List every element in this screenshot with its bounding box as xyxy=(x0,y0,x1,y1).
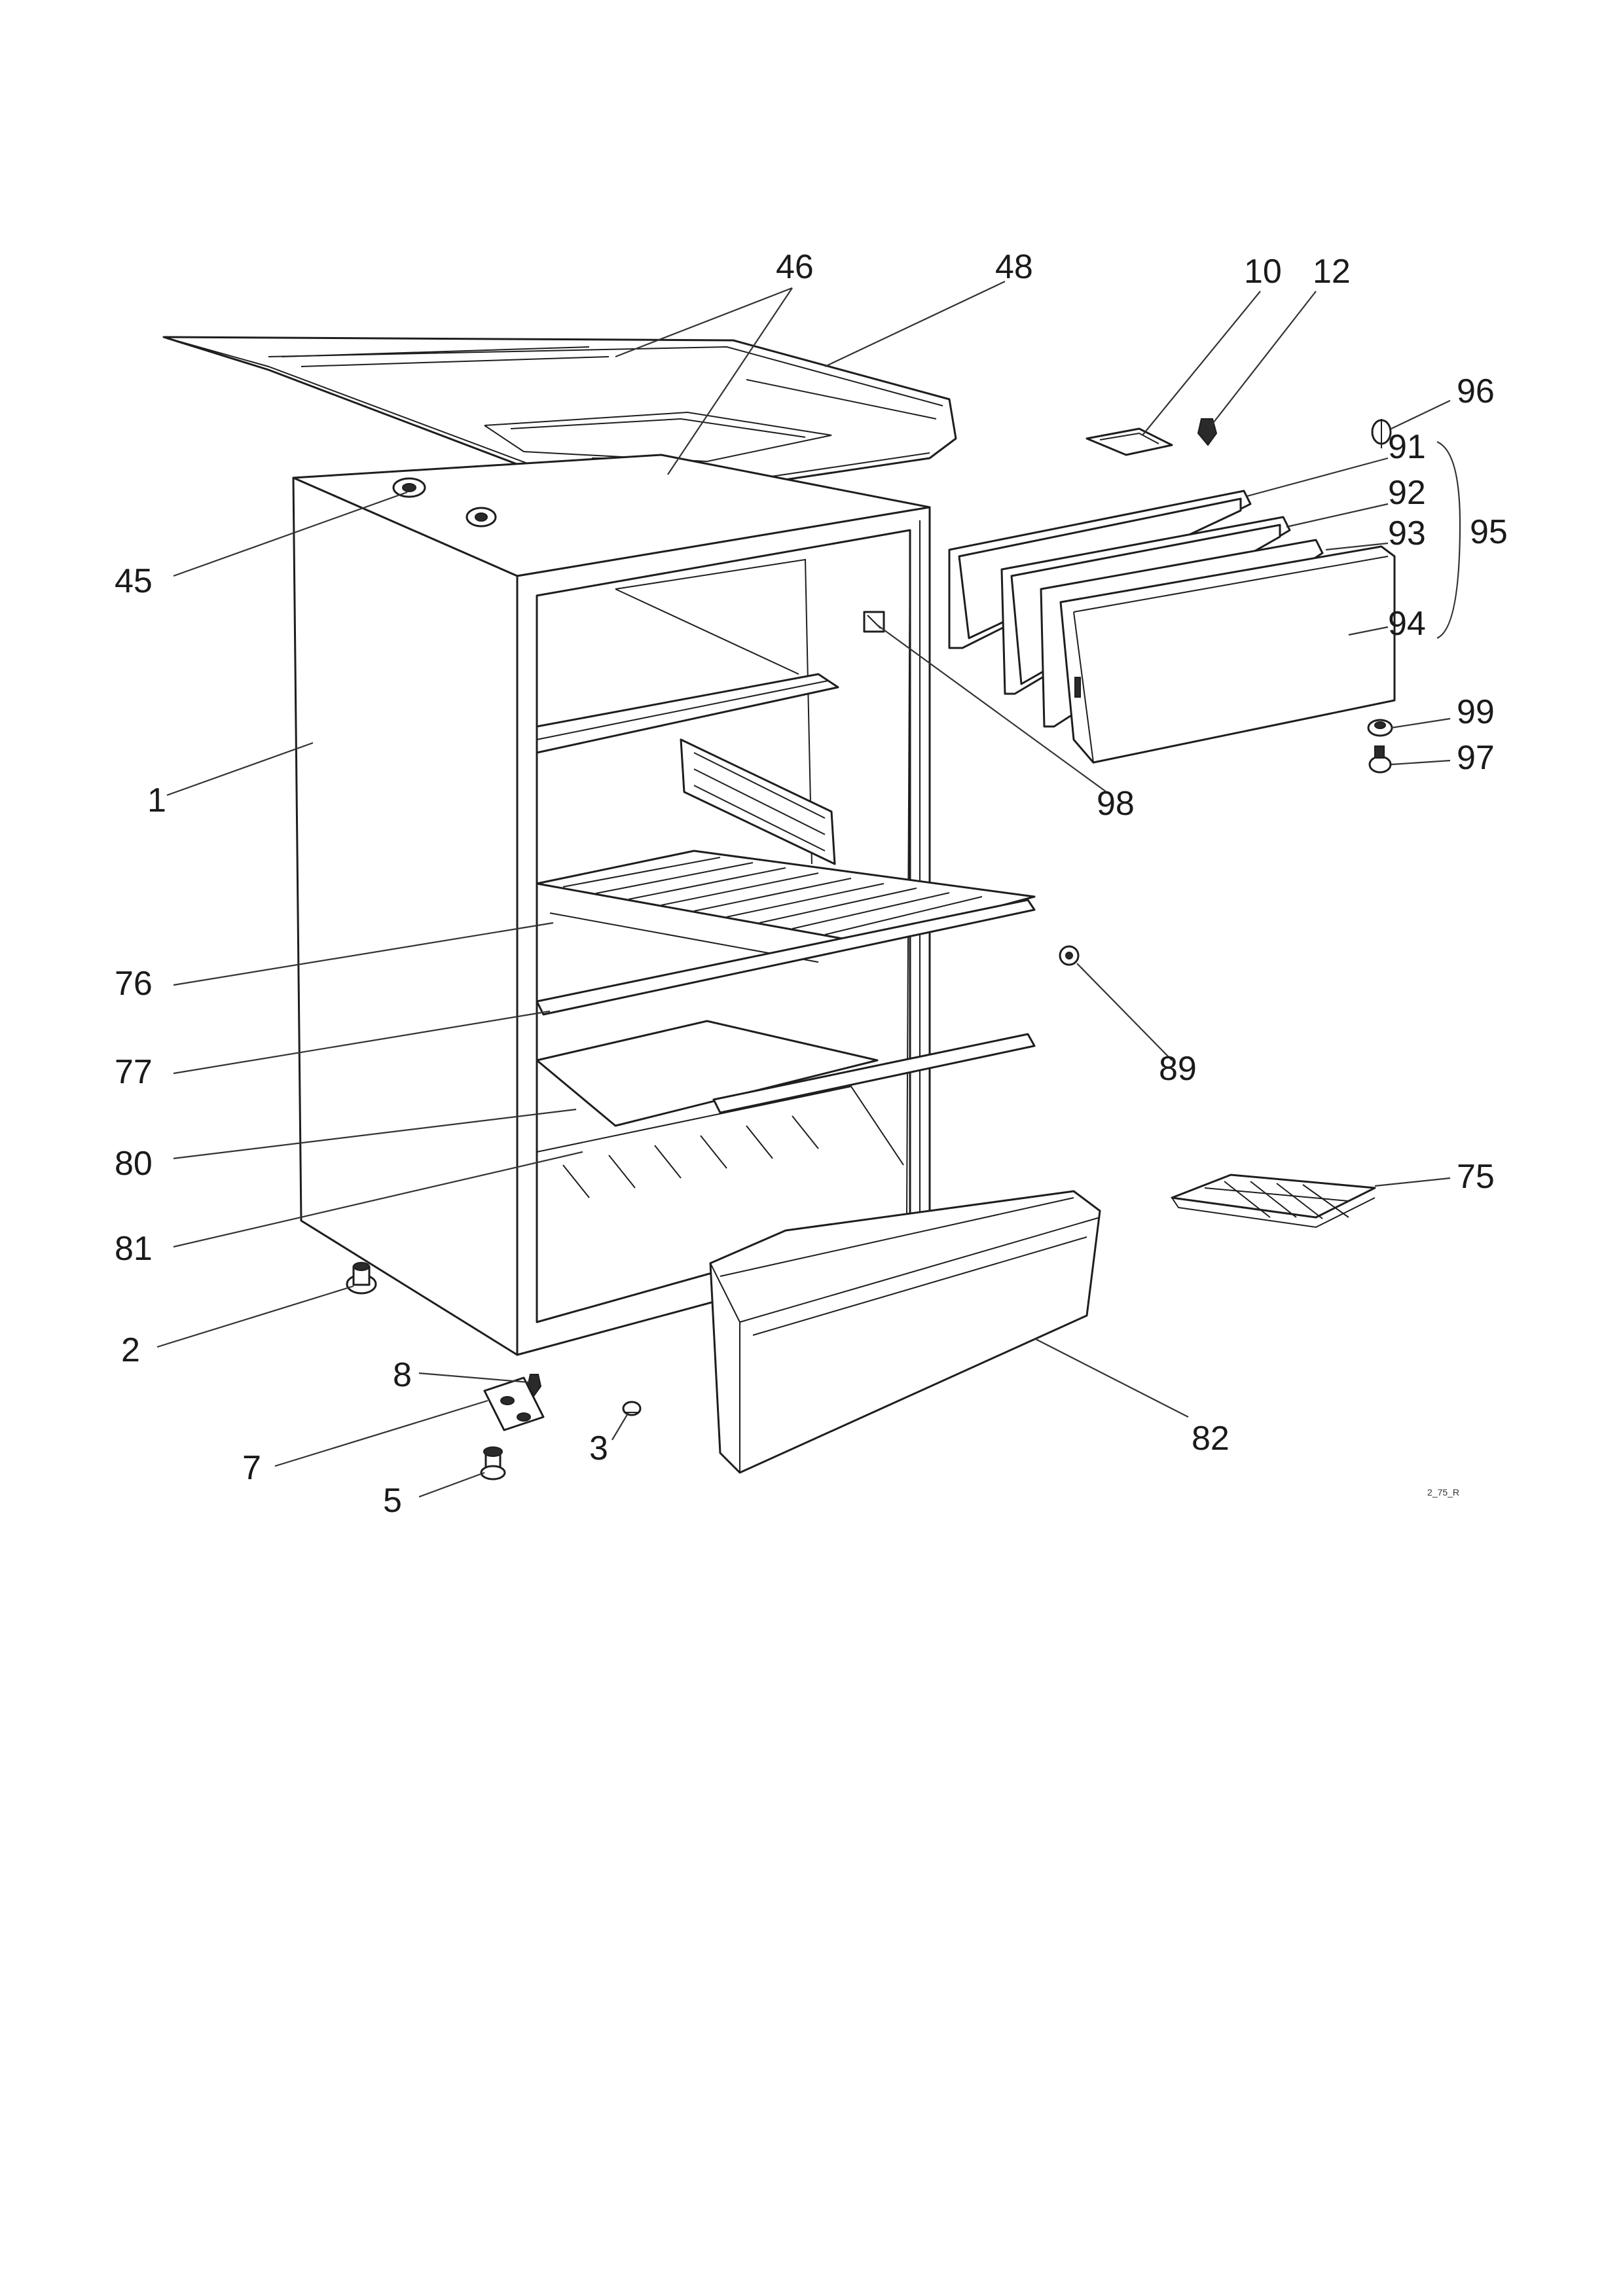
callout-89: 89 xyxy=(1159,1050,1197,1088)
callout-76: 76 xyxy=(115,965,153,1003)
image-code: 2_75_R xyxy=(1427,1487,1459,1498)
pin-96 xyxy=(1371,419,1392,448)
crisper-drawer xyxy=(709,1190,1101,1474)
callout-92: 92 xyxy=(1388,474,1426,512)
callout-75: 75 xyxy=(1457,1158,1495,1196)
bushing-99 xyxy=(1367,719,1393,737)
callout-94: 94 xyxy=(1388,605,1426,643)
callout-97: 97 xyxy=(1457,739,1495,777)
callout-8: 8 xyxy=(393,1356,412,1394)
shelf-rail xyxy=(536,899,1036,1016)
hinge-10 xyxy=(1085,427,1173,456)
callout-48: 48 xyxy=(995,248,1033,286)
leader-lines xyxy=(156,281,1461,1498)
callout-80: 80 xyxy=(115,1145,153,1183)
callout-10: 10 xyxy=(1244,253,1282,291)
plug-89 xyxy=(1059,945,1080,966)
callout-99: 99 xyxy=(1457,693,1495,731)
latch-98 xyxy=(863,611,885,633)
cabinet xyxy=(292,454,931,1356)
callout-95: 95 xyxy=(1470,513,1508,551)
callout-82: 82 xyxy=(1192,1420,1230,1458)
callout-1: 1 xyxy=(147,781,166,819)
glass-shelf xyxy=(536,1020,1036,1127)
nut-97 xyxy=(1368,745,1392,774)
ice-tray xyxy=(1171,1174,1376,1229)
freezer-door-assembly xyxy=(948,490,1396,764)
callout-77: 77 xyxy=(115,1053,153,1091)
worktop-lid xyxy=(162,336,957,505)
adjustable-foot-5 xyxy=(480,1446,506,1480)
bottom-hinge-7 xyxy=(483,1376,545,1431)
callout-91: 91 xyxy=(1388,428,1426,466)
callout-2: 2 xyxy=(121,1331,140,1369)
bushing-3 xyxy=(622,1401,642,1416)
callout-96: 96 xyxy=(1457,372,1495,410)
callout-7: 7 xyxy=(242,1449,261,1487)
callout-98: 98 xyxy=(1097,785,1135,823)
callout-46: 46 xyxy=(776,248,814,286)
bottom-ribs xyxy=(536,1085,904,1198)
foot-2 xyxy=(346,1262,377,1295)
callout-5: 5 xyxy=(383,1482,402,1520)
callout-labels: 46 48 10 12 96 91 92 93 95 94 99 97 98 4… xyxy=(115,248,1508,1520)
callout-81: 81 xyxy=(115,1230,153,1268)
callout-93: 93 xyxy=(1388,514,1426,552)
callout-12: 12 xyxy=(1313,253,1351,291)
callout-3: 3 xyxy=(589,1429,608,1467)
callout-45: 45 xyxy=(115,562,153,600)
